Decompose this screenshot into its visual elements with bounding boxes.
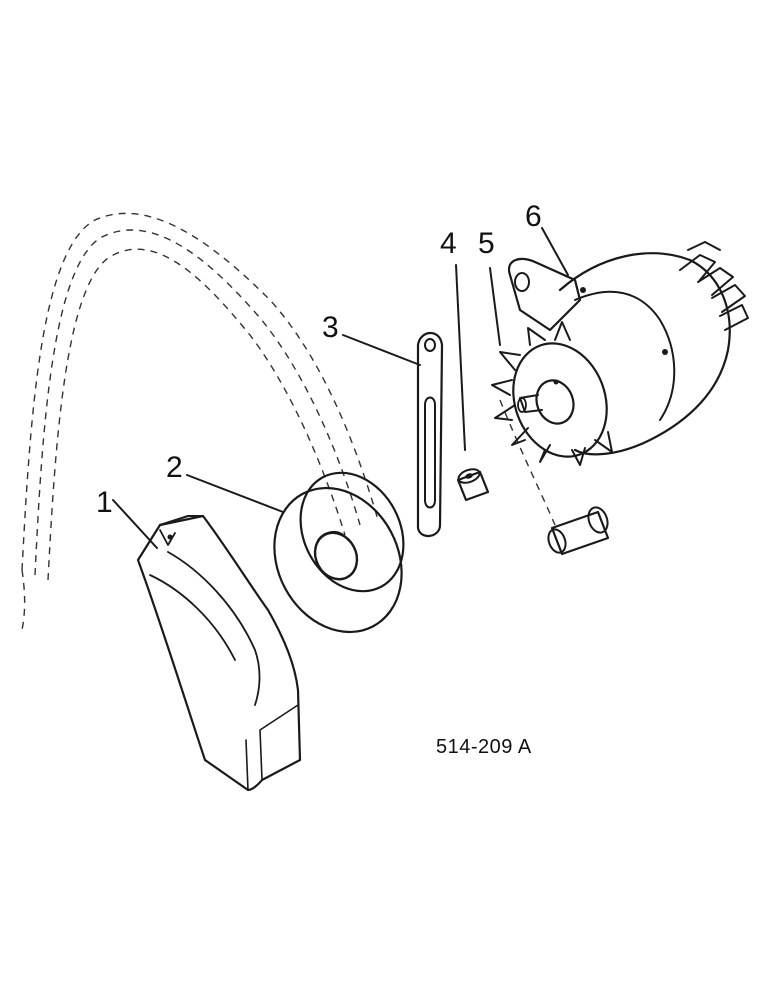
belt-guard <box>136 514 302 792</box>
pulley <box>273 471 405 634</box>
leader-line-6 <box>541 227 569 276</box>
leader-line-4 <box>455 264 466 451</box>
callout-2: 2 <box>166 451 183 484</box>
short-spacer <box>456 468 490 502</box>
long-spacer <box>499 399 610 556</box>
adjusting-strap <box>416 331 444 537</box>
reference-number: 514-209 A <box>436 736 532 758</box>
leader-lines <box>112 227 569 549</box>
callout-4: 4 <box>440 227 457 260</box>
callout-3: 3 <box>322 311 339 344</box>
leader-line-3 <box>342 334 421 366</box>
drive-belt <box>21 212 379 631</box>
leader-line-1 <box>112 499 158 549</box>
callout-5: 5 <box>478 227 495 260</box>
leader-line-5 <box>489 267 501 346</box>
callout-1: 1 <box>96 486 113 519</box>
alternator <box>491 241 749 466</box>
leader-line-2 <box>186 474 284 513</box>
callout-6: 6 <box>525 200 542 233</box>
